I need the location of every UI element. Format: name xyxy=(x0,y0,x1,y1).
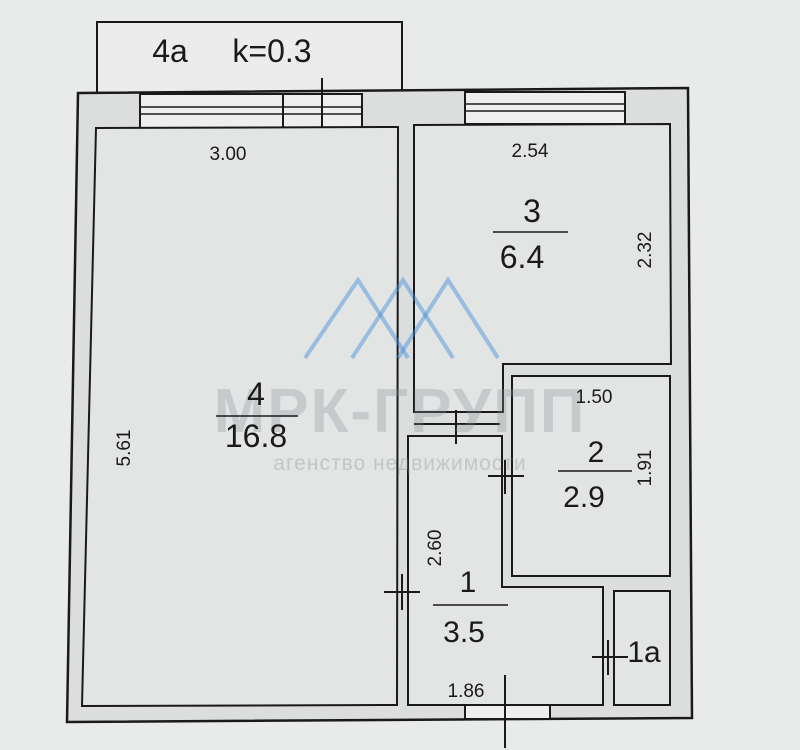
room-4-area: 16.8 xyxy=(225,418,287,454)
door-room-4 xyxy=(384,574,420,610)
room-1a-number: 1а xyxy=(627,636,661,669)
room-4-length: 5.61 xyxy=(114,430,135,467)
door-room-3 xyxy=(414,410,500,444)
watermark-subtitle: агенство недвижимости xyxy=(273,452,526,475)
room-2-area: 2.9 xyxy=(563,481,605,514)
room-2-width: 1.50 xyxy=(576,387,613,408)
window-room-4 xyxy=(139,93,363,129)
door-room-1a xyxy=(592,640,628,675)
room-1a[interactable] xyxy=(613,590,671,706)
watermark: МРК-ГРУПП агенство недвижимости xyxy=(214,276,587,475)
room-3-length: 2.32 xyxy=(635,232,656,269)
room-1-width: 1.86 xyxy=(448,681,485,702)
room-1-length: 2.60 xyxy=(425,530,446,567)
watermark-title: МРК-ГРУПП xyxy=(214,377,587,446)
room-4-width: 3.00 xyxy=(210,144,247,165)
balcony-4a[interactable]: 4а k=0.3 xyxy=(96,21,403,95)
room-3-number: 3 xyxy=(523,193,541,229)
balcony-coefficient: k=0.3 xyxy=(232,33,311,69)
door-room-2 xyxy=(488,460,524,494)
room-2-number: 2 xyxy=(588,436,605,469)
room-1-number: 1 xyxy=(460,566,477,599)
room-4-number: 4 xyxy=(247,376,265,412)
room-3[interactable] xyxy=(413,122,673,413)
room-1[interactable] xyxy=(407,435,604,706)
watermark-logo-icon xyxy=(303,276,410,360)
room-3-area: 6.4 xyxy=(500,239,544,275)
room-1-area: 3.5 xyxy=(443,616,485,649)
room-3-width: 2.54 xyxy=(512,141,549,162)
balcony-label: 4а xyxy=(152,33,188,69)
room-2-length: 1.91 xyxy=(635,450,656,487)
window-room-3 xyxy=(464,91,626,125)
entrance-door xyxy=(464,675,551,748)
